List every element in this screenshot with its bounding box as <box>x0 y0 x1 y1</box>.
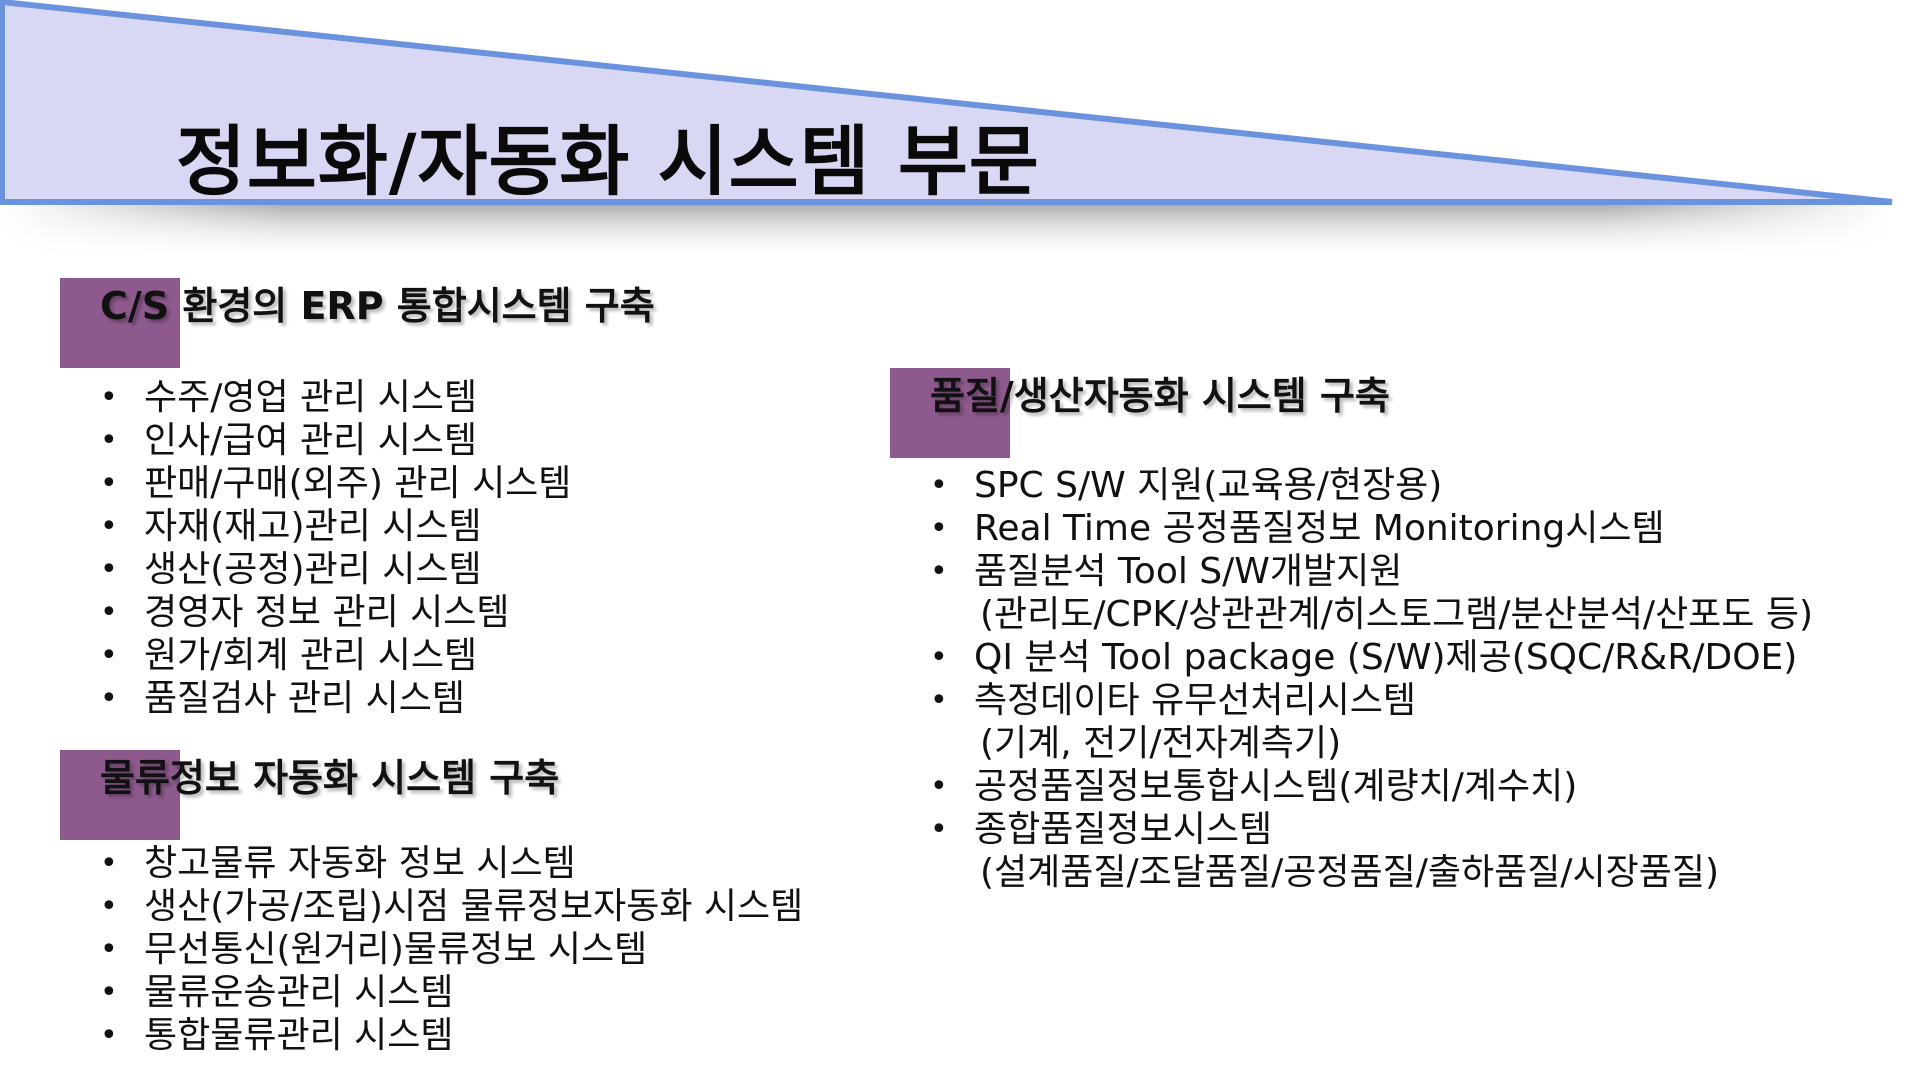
section-title: C/S 환경의 ERP 통합시스템 구축 <box>100 284 655 328</box>
item-text: 창고물류 자동화 정보 시스템 <box>144 843 576 884</box>
item-text: QI 분석 Tool package (S/W)제공(SQC/R&R/DOE) <box>974 637 1798 678</box>
bullet-icon: • <box>100 1018 118 1053</box>
item-text: 생산(공정)관리 시스템 <box>144 549 482 590</box>
item-subtext: (설계품질/조달품질/공정품질/출하품질/시장품질) <box>980 852 1720 893</box>
item-text: 공정품질정보통합시스템(계량치/계수치) <box>974 766 1578 807</box>
bullet-icon: • <box>100 932 118 967</box>
section-marker <box>890 368 1010 458</box>
bullet-icon: • <box>930 812 948 847</box>
logistics-list: • 창고물류 자동화 정보 시스템 • 생산(가공/조립)시점 물류정보자동화 시스… <box>60 842 880 1057</box>
section-logistics: 물류정보 자동화 시스템 구축 • 창고물류 자동화 정보 시스템 • 생산(가공/… <box>60 750 880 1057</box>
bullet-icon: • <box>100 681 118 716</box>
item-text: 인사/급여 관리 시스템 <box>144 420 478 461</box>
list-item: • 생산(가공/조립)시점 물류정보자동화 시스템 <box>60 885 880 928</box>
bullet-icon: • <box>930 468 948 503</box>
list-item: • 품질분석 Tool S/W개발지원(관리도/CPK/상관관계/히스토그램/분산… <box>890 550 1910 636</box>
section-title: 품질/생산자동화 시스템 구축 <box>930 374 1390 418</box>
bullet-icon: • <box>100 466 118 501</box>
section-header: C/S 환경의 ERP 통합시스템 구축 <box>60 278 880 368</box>
list-item: • 자재(재고)관리 시스템 <box>60 505 880 548</box>
item-text: 경영자 정보 관리 시스템 <box>144 592 510 633</box>
section-header: 품질/생산자동화 시스템 구축 <box>890 368 1910 458</box>
item-subtext: (관리도/CPK/상관관계/히스토그램/분산분석/산포도 등) <box>980 594 1814 635</box>
item-text: 무선통신(원거리)물류정보 시스템 <box>144 929 648 970</box>
item-text: 수주/영업 관리 시스템 <box>144 377 478 418</box>
item-text: 품질검사 관리 시스템 <box>144 678 465 719</box>
section-header: 물류정보 자동화 시스템 구축 <box>60 750 880 840</box>
item-text: 자재(재고)관리 시스템 <box>144 506 482 547</box>
bullet-icon: • <box>930 769 948 804</box>
item-text: 물류운송관리 시스템 <box>144 972 454 1013</box>
bullet-icon: • <box>100 380 118 415</box>
section-title: 물류정보 자동화 시스템 구축 <box>100 756 560 800</box>
banner-shape <box>0 0 1893 205</box>
item-text: 품질분석 Tool S/W개발지원 <box>974 551 1403 592</box>
item-subtext: (기계, 전기/전자계측기) <box>980 723 1342 764</box>
list-item: • 품질검사 관리 시스템 <box>60 677 880 720</box>
item-text: 종합품질정보시스템 <box>974 809 1273 850</box>
list-item: • 수주/영업 관리 시스템 <box>60 376 880 419</box>
item-text: 생산(가공/조립)시점 물류정보자동화 시스템 <box>144 886 804 927</box>
bullet-icon: • <box>100 638 118 673</box>
list-item: • 공정품질정보통합시스템(계량치/계수치) <box>890 765 1910 808</box>
list-item: • 원가/회계 관리 시스템 <box>60 634 880 677</box>
list-item: • 무선통신(원거리)물류정보 시스템 <box>60 928 880 971</box>
item-text: 원가/회계 관리 시스템 <box>144 635 478 676</box>
bullet-icon: • <box>100 552 118 587</box>
bullet-icon: • <box>930 640 948 675</box>
section-marker <box>60 278 180 368</box>
list-item: • 통합물류관리 시스템 <box>60 1014 880 1057</box>
bullet-icon: • <box>100 889 118 924</box>
bullet-icon: • <box>930 554 948 589</box>
section-marker <box>60 750 180 840</box>
list-item: • 창고물류 자동화 정보 시스템 <box>60 842 880 885</box>
bullet-icon: • <box>100 595 118 630</box>
item-text: 통합물류관리 시스템 <box>144 1015 454 1056</box>
list-item: • Real Time 공정품질정보 Monitoring시스템 <box>890 507 1910 550</box>
list-item: • 판매/구매(외주) 관리 시스템 <box>60 462 880 505</box>
bullet-icon: • <box>930 511 948 546</box>
list-item: • SPC S/W 지원(교육용/현장용) <box>890 464 1910 507</box>
list-item: • 생산(공정)관리 시스템 <box>60 548 880 591</box>
bullet-icon: • <box>100 846 118 881</box>
page-title: 정보화/자동화 시스템 부문 <box>176 117 1040 206</box>
list-item: • 물류운송관리 시스템 <box>60 971 880 1014</box>
list-item: • 경영자 정보 관리 시스템 <box>60 591 880 634</box>
item-text: SPC S/W 지원(교육용/현장용) <box>974 465 1443 506</box>
list-item: • 종합품질정보시스템(설계품질/조달품질/공정품질/출하품질/시장품질) <box>890 808 1910 894</box>
bullet-icon: • <box>100 423 118 458</box>
bullet-icon: • <box>100 975 118 1010</box>
item-text: 판매/구매(외주) 관리 시스템 <box>144 463 572 504</box>
quality-list: • SPC S/W 지원(교육용/현장용) • Real Time 공정품질정보 M… <box>890 464 1910 894</box>
erp-list: • 수주/영업 관리 시스템 • 인사/급여 관리 시스템 • 판매/구매(외주) 관… <box>60 376 880 720</box>
section-erp: C/S 환경의 ERP 통합시스템 구축 • 수주/영업 관리 시스템 • 인사/급… <box>60 278 880 720</box>
bullet-icon: • <box>930 683 948 718</box>
title-banner <box>0 0 1893 261</box>
list-item: • 측정데이타 유무선처리시스템(기계, 전기/전자계측기) <box>890 679 1910 765</box>
item-text: Real Time 공정품질정보 Monitoring시스템 <box>974 508 1665 549</box>
item-text: 측정데이타 유무선처리시스템 <box>974 680 1417 721</box>
list-item: • 인사/급여 관리 시스템 <box>60 419 880 462</box>
section-quality: 품질/생산자동화 시스템 구축 • SPC S/W 지원(교육용/현장용) • Re… <box>890 368 1910 894</box>
bullet-icon: • <box>100 509 118 544</box>
list-item: • QI 분석 Tool package (S/W)제공(SQC/R&R/DOE) <box>890 636 1910 679</box>
